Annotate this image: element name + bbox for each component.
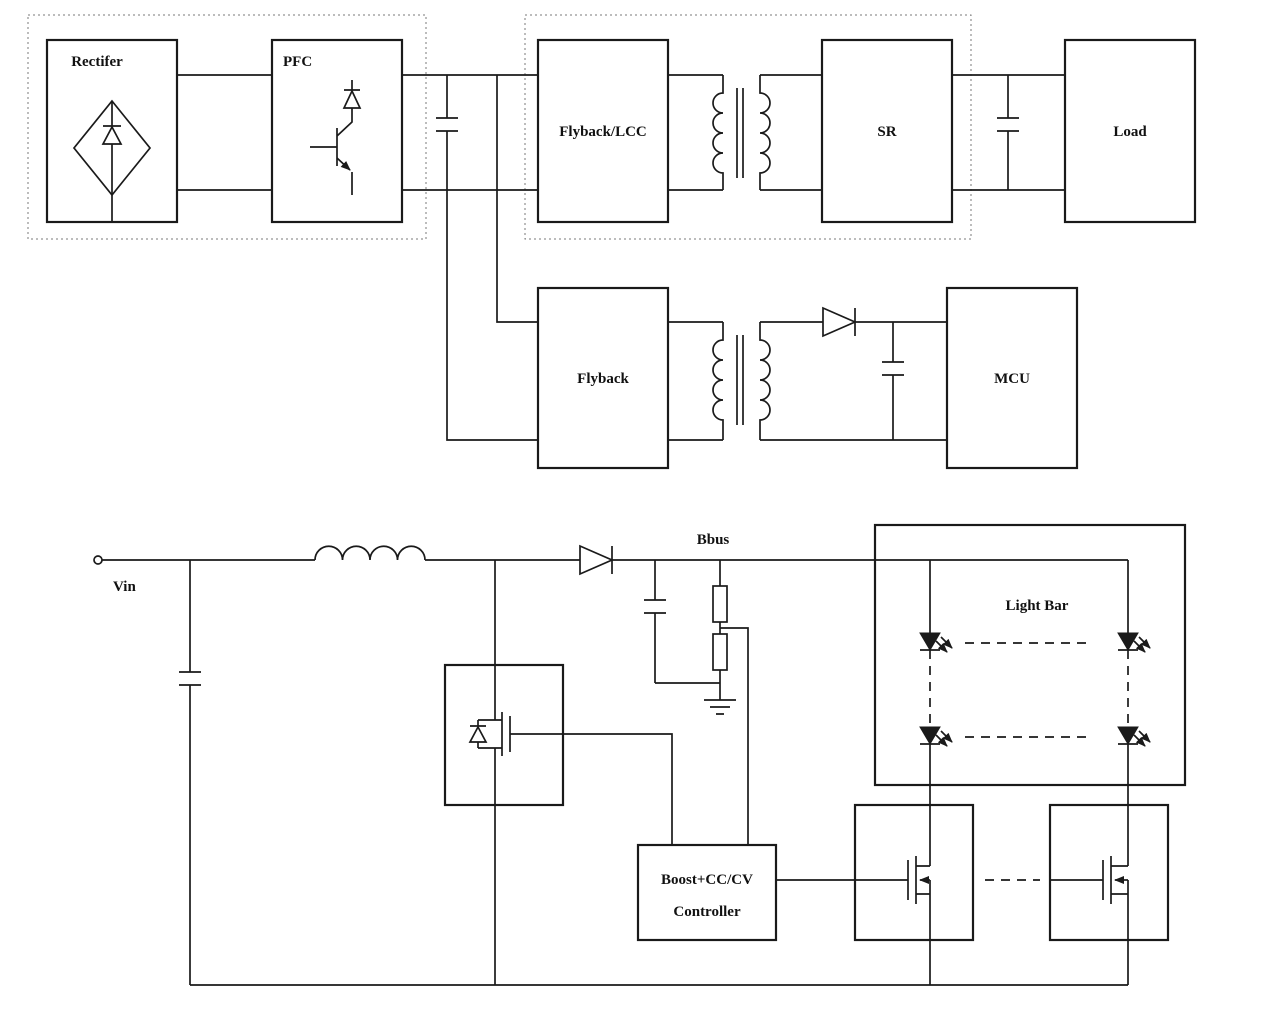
bridge-rectifier-icon <box>72 99 152 222</box>
boost-diode-icon <box>579 544 615 576</box>
rectifier-block: Rectifer <box>45 38 179 224</box>
output-capacitor-icon <box>997 75 1019 190</box>
boost-led-section: Vin Bbus <box>93 523 1187 986</box>
led-light-arrow <box>1133 734 1146 747</box>
load-box <box>1063 38 1197 224</box>
flyback-label: Flyback <box>577 371 629 387</box>
boost-mosfet-box <box>443 663 565 807</box>
feedback-divider-icon <box>712 585 728 671</box>
bridge-diode-leads <box>103 101 121 222</box>
transformer-primary-winding <box>712 75 724 190</box>
aux-section-wires <box>668 321 947 441</box>
led-icon <box>1117 632 1151 653</box>
transformer-secondary-winding <box>759 75 771 190</box>
led-light-arrow <box>940 730 953 743</box>
led-triangle <box>1117 632 1139 651</box>
led-light-arrow <box>1133 640 1146 653</box>
led-light-arrow <box>935 734 948 747</box>
boost-inductor-icon <box>314 545 426 561</box>
led-string-right <box>1117 632 1151 747</box>
dashed-continuation-lines <box>929 642 1129 881</box>
input-stage-dotted-box <box>27 14 427 240</box>
controller-block: Boost+CC/CV Controller <box>636 843 778 942</box>
pfc-box <box>270 38 404 224</box>
boost-mosfet-body-diode <box>468 725 488 743</box>
led-triangle <box>1117 726 1139 745</box>
bbus-label: Bbus <box>697 532 730 548</box>
led-icon <box>919 632 953 653</box>
controller-box <box>636 843 778 942</box>
led-string-left <box>919 632 953 747</box>
controller-label-line2: Controller <box>673 904 741 920</box>
pfc-block: PFC <box>270 38 404 224</box>
resistor-upper <box>712 585 728 623</box>
pfc-label: PFC <box>283 54 312 70</box>
sr-block: SR <box>820 38 954 224</box>
sr-label: SR <box>877 124 896 140</box>
flyback-lcc-box <box>536 38 670 224</box>
led-icon <box>1117 726 1151 747</box>
boost-diode-triangle <box>579 544 615 576</box>
controller-label-line1: Boost+CC/CV <box>661 872 753 888</box>
mcu-box <box>945 286 1079 470</box>
main-transformer-icon <box>712 75 771 190</box>
boost-mosfet-icon <box>468 665 511 756</box>
channel-mosfet-block-2 <box>1048 803 1170 942</box>
aux-supply-section: Flyback MCU <box>536 286 1079 470</box>
boost-mosfet-block <box>443 663 565 807</box>
dc-bus-capacitor-icon <box>436 75 458 190</box>
load-label: Load <box>1113 124 1147 140</box>
transformer-core <box>736 88 744 178</box>
sr-box <box>820 38 954 224</box>
igbt-emitter-arrow <box>336 157 351 171</box>
mosfet-leads <box>1050 856 1129 904</box>
led-triangle <box>919 726 941 745</box>
channel-mosfet-icon <box>855 856 931 904</box>
flyback-box <box>536 286 670 470</box>
aux-filter-capacitor-icon <box>882 322 904 440</box>
flyback-block: Flyback <box>536 286 670 470</box>
pfc-diode-triangle <box>342 89 362 109</box>
top-section: Rectifer PFC Flyback/LCC <box>27 14 1197 441</box>
aux-rectifier-diode-icon <box>822 306 858 338</box>
aux-diode-triangle <box>822 306 858 338</box>
light-bar-box <box>873 523 1187 787</box>
ground-icon <box>704 699 736 715</box>
aux-transformer-primary-winding <box>712 322 724 440</box>
pfc-switch-diode-icon <box>310 80 362 195</box>
mosfet-leads <box>855 856 931 904</box>
light-bar-label: Light Bar <box>1006 598 1069 614</box>
channel-mosfet-box-1 <box>853 803 975 942</box>
led-icon <box>919 726 953 747</box>
led-triangle <box>919 632 941 651</box>
led-light-arrow <box>935 640 948 653</box>
channel-mosfet-box-2 <box>1048 803 1170 942</box>
vin-terminal-icon <box>93 555 103 565</box>
aux-transformer-icon <box>712 322 771 440</box>
mcu-block: MCU <box>945 286 1079 470</box>
bus-capacitor-icon <box>644 560 666 683</box>
led-light-arrow <box>1138 636 1151 649</box>
channel-mosfet-icon <box>1050 856 1129 904</box>
flyback-lcc-label: Flyback/LCC <box>559 124 647 140</box>
vin-label: Vin <box>113 579 136 595</box>
flyback-lcc-block: Flyback/LCC <box>536 38 670 224</box>
igbt-leads <box>310 80 360 195</box>
channel-mosfet-block-1 <box>853 803 975 942</box>
led-light-arrow <box>940 636 953 649</box>
input-capacitor-icon <box>179 560 201 686</box>
mcu-label: MCU <box>994 371 1030 387</box>
load-block: Load <box>1063 38 1197 224</box>
aux-transformer-secondary-winding <box>759 322 771 440</box>
rectifier-label: Rectifer <box>71 54 123 70</box>
bridge-diode-triangle <box>101 125 123 145</box>
light-bar-block: Light Bar <box>873 523 1187 787</box>
resistor-lower <box>712 633 728 671</box>
led-light-arrow <box>1138 730 1151 743</box>
aux-transformer-core <box>736 335 744 425</box>
